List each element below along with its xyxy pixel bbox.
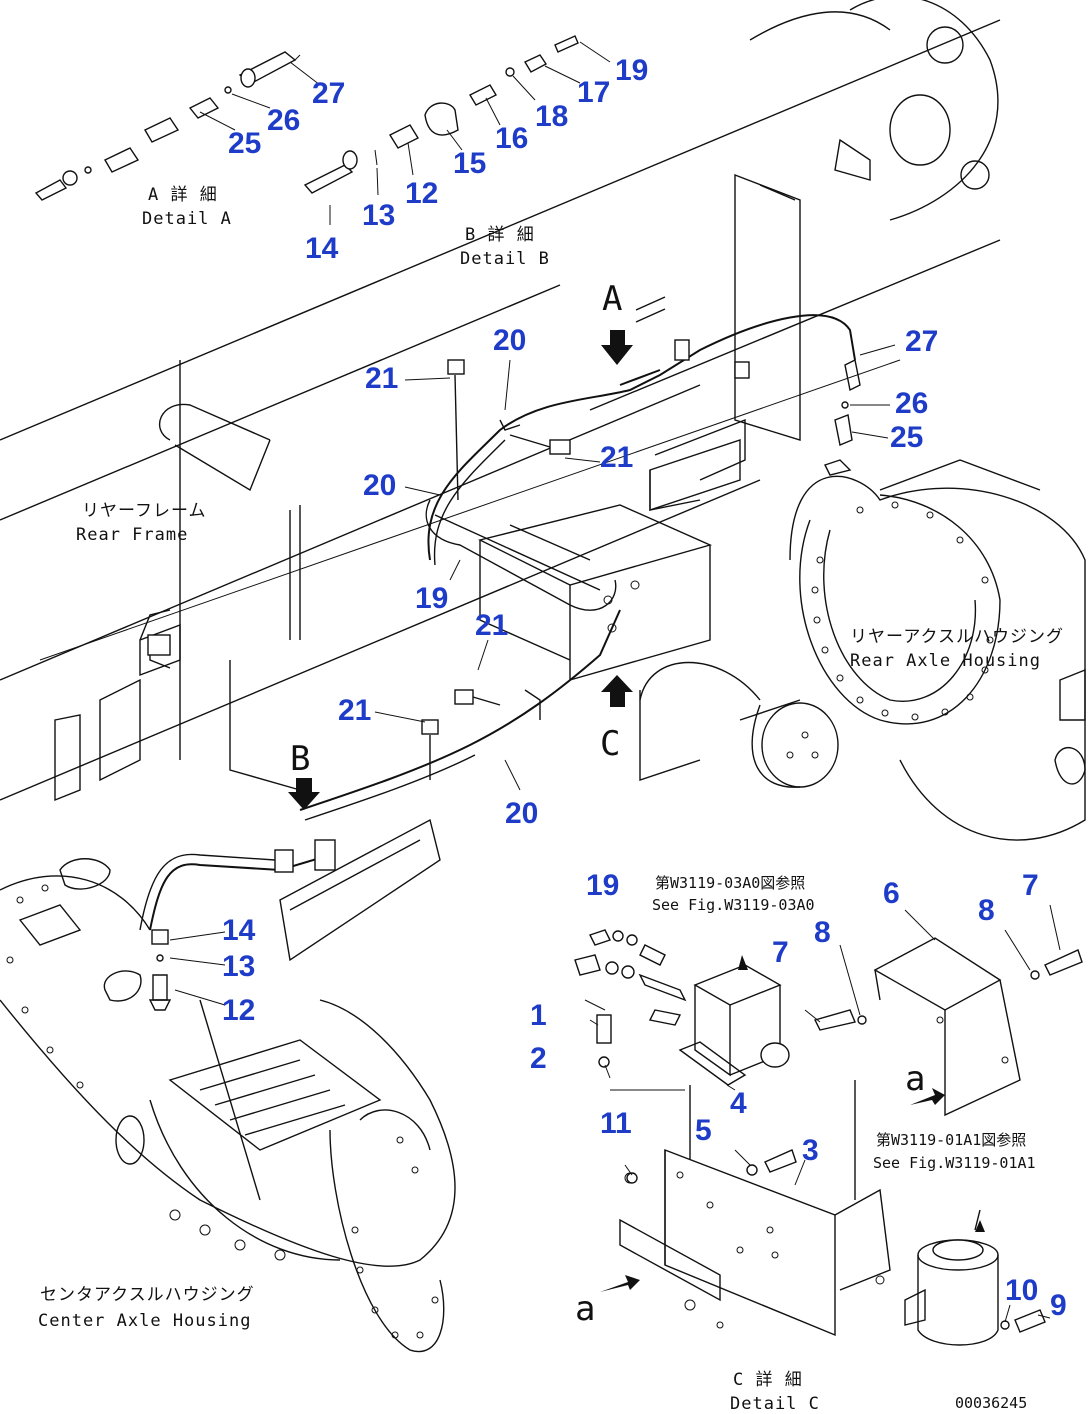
harness-clamps [274, 339, 750, 873]
detail-c-horn [904, 1209, 999, 1346]
callout-19: 19 [586, 869, 619, 902]
callout-20: 20 [505, 797, 538, 830]
callout-21: 21 [600, 441, 633, 474]
frame-pads [54, 418, 746, 962]
callout-7: 7 [1022, 869, 1039, 902]
rear-frame-outline [0, 0, 1001, 801]
callout-13: 13 [222, 950, 255, 983]
callout-1: 1 [530, 999, 547, 1032]
center-axle-housing [0, 858, 456, 1353]
callout-21: 21 [338, 694, 371, 727]
callout-numbers: 27 26 25 19 17 18 16 15 12 13 14 20 21 2… [222, 54, 1067, 1322]
center-axle-label-jp: センタアクスルハウジング [40, 1285, 255, 1305]
callout-16: 16 [495, 122, 528, 155]
detail-c-bracket [619, 1080, 891, 1337]
callout-3: 3 [802, 1134, 819, 1167]
view-arrows [288, 296, 945, 1292]
callout-11: 11 [600, 1107, 632, 1140]
detail-a-parts [34, 51, 301, 201]
see-fig-1-jp: 第W3119-03A0図参照 [655, 874, 805, 892]
callout-10: 10 [1005, 1274, 1038, 1307]
callout-27: 27 [905, 325, 938, 358]
rear-axle-label-jp: リヤーアクスルハウジング [850, 627, 1064, 647]
rear-axle-label-en: Rear Axle Housing [850, 651, 1041, 671]
rear-frame-label-jp: リヤーフレーム [82, 501, 206, 521]
see-fig-1-en: See Fig.W3119-03A0 [652, 896, 815, 914]
drawing-number: 00036245 [955, 1394, 1027, 1412]
detail-c-title-jp: C 詳 細 [733, 1370, 803, 1390]
text-labels: A 詳 細 Detail A B 詳 細 Detail B リヤーフレーム Re… [38, 185, 1064, 1414]
callout-26: 26 [895, 387, 928, 420]
rear-frame-label-en: Rear Frame [76, 525, 188, 545]
callout-14: 14 [222, 914, 256, 947]
center-axle-label-en: Center Axle Housing [38, 1311, 251, 1331]
view-a-letter: A [602, 279, 622, 319]
axle-shaft-stub [639, 661, 839, 788]
callout-4: 4 [730, 1087, 747, 1120]
detail-b-parts [303, 35, 579, 225]
callout-15: 15 [453, 147, 486, 180]
view-b-letter: B [290, 739, 310, 779]
callout-21: 21 [365, 362, 398, 395]
detail-c-relay-box [678, 955, 790, 1086]
detail-c-cover [873, 937, 1021, 1117]
leader-lines-top [199, 41, 611, 196]
detail-a-installed [824, 344, 896, 476]
detail-a-title-en: Detail A [142, 209, 232, 229]
view-c-letter: C [600, 724, 620, 764]
callout-12: 12 [405, 177, 438, 210]
view-a-small-label: a [575, 1289, 595, 1329]
detail-a-title-jp: A 詳 細 [148, 185, 218, 205]
callout-8: 8 [814, 916, 831, 949]
front-cylinder [159, 403, 271, 492]
battery-case [425, 499, 713, 681]
detail-c-title-en: Detail C [730, 1394, 820, 1414]
callout-14: 14 [305, 232, 339, 265]
detail-c-small-parts [574, 929, 1083, 1333]
callout-19: 19 [615, 54, 648, 87]
callout-17: 17 [577, 76, 610, 109]
callout-9: 9 [1050, 1289, 1067, 1322]
detail-b-title-en: Detail B [460, 249, 550, 269]
rear-axle-bolt-circle [811, 501, 994, 721]
callout-19: 19 [415, 582, 448, 615]
callout-25: 25 [890, 421, 923, 454]
callout-7: 7 [772, 936, 789, 969]
callout-5: 5 [695, 1114, 712, 1147]
callout-2: 2 [530, 1042, 547, 1075]
fitting-12-13-14 [148, 929, 172, 1011]
callout-26: 26 [267, 104, 300, 137]
callout-6: 6 [883, 877, 900, 910]
detail-b-title-jp: B 詳 細 [465, 225, 535, 245]
see-fig-2-jp: 第W3119-01A1図参照 [876, 1131, 1026, 1149]
callout-20: 20 [363, 469, 396, 502]
rear-axle-housing [649, 439, 1086, 841]
callout-18: 18 [535, 100, 568, 133]
see-fig-2-en: See Fig.W3119-01A1 [873, 1154, 1036, 1172]
view-a-small-label-2: a [905, 1059, 925, 1099]
leader-lines-detail-c [584, 904, 1061, 1323]
callout-21: 21 [475, 609, 508, 642]
callout-20: 20 [493, 324, 526, 357]
wiring-harness [139, 314, 856, 931]
leader-lines-mid [169, 359, 601, 1006]
callout-8: 8 [978, 894, 995, 927]
callout-12: 12 [222, 994, 255, 1027]
center-axle-bolts [6, 884, 439, 1339]
callout-13: 13 [362, 199, 395, 232]
callout-27: 27 [312, 77, 345, 110]
callout-25: 25 [228, 127, 261, 160]
